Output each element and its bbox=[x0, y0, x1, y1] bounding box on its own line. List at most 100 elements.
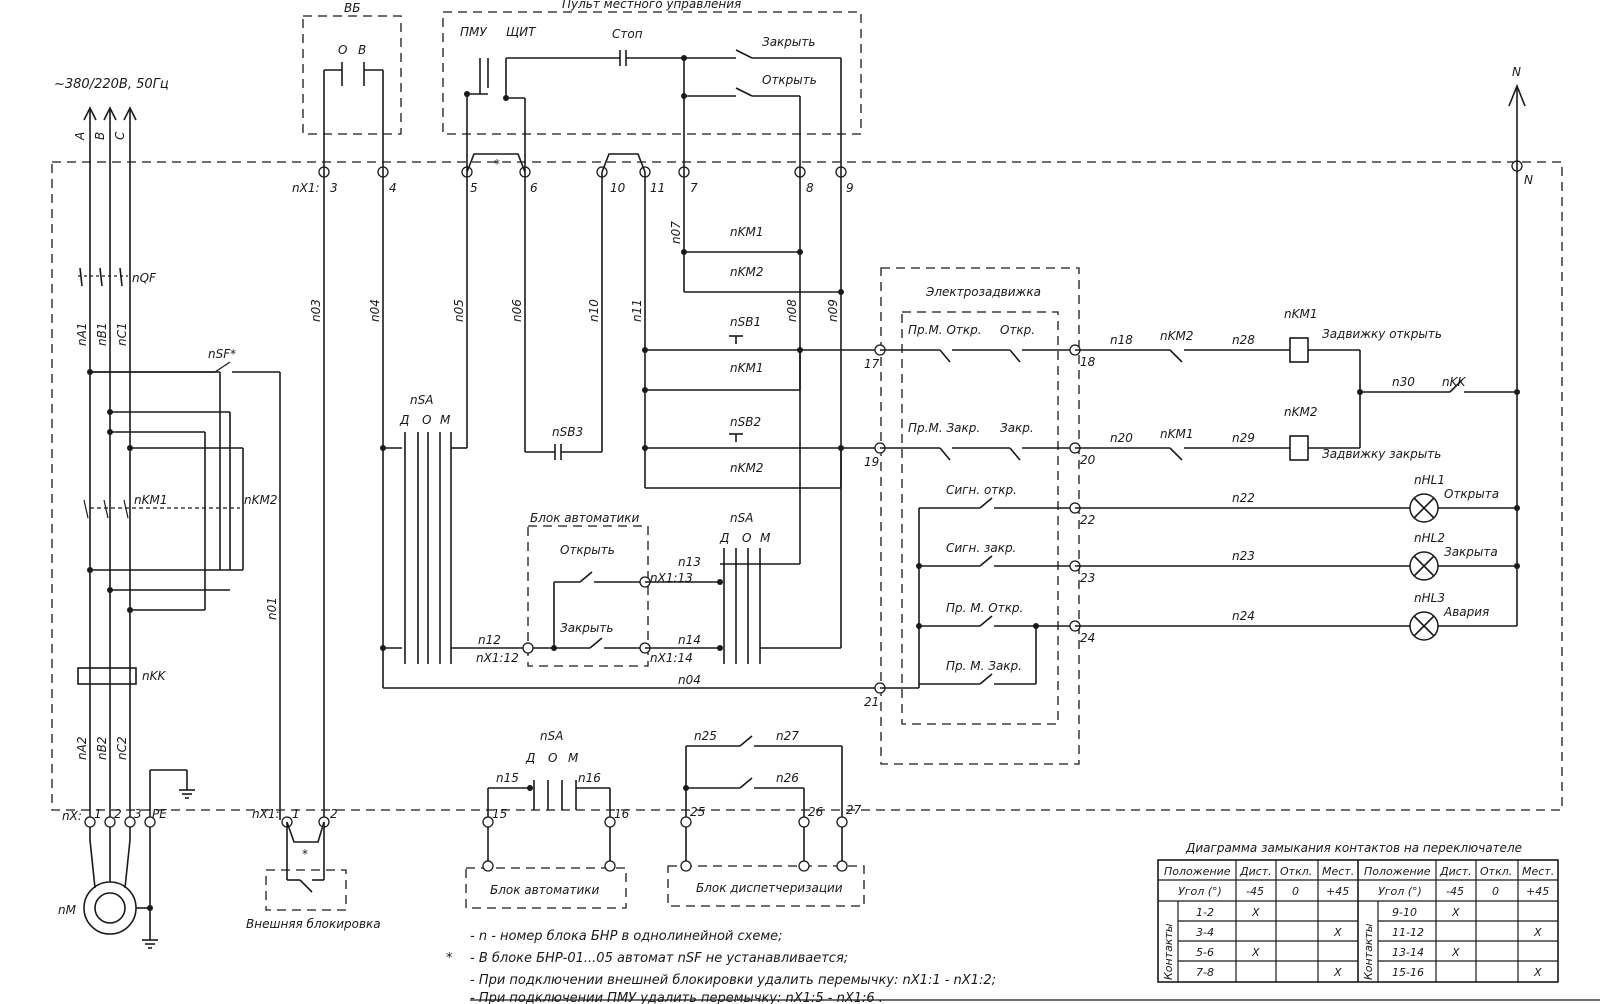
vb-o: О bbox=[338, 43, 347, 57]
th-angle-r: Угол (°) bbox=[1378, 885, 1422, 898]
tr-r4-c: 15-16 bbox=[1392, 966, 1424, 979]
tb-7: 7 bbox=[690, 181, 698, 195]
tr-r3-c: 13-14 bbox=[1392, 946, 1424, 959]
jumper-star: * bbox=[494, 157, 500, 171]
motor-label: nM bbox=[58, 903, 77, 917]
th-mest-l: Мест. bbox=[1322, 865, 1354, 878]
ext-star: * bbox=[302, 847, 308, 861]
zadv-close: Закр. bbox=[1000, 421, 1034, 435]
tr-r1-c: 9-10 bbox=[1392, 906, 1417, 919]
sa2-o: О bbox=[742, 531, 751, 545]
bx-prefix: nX: bbox=[62, 809, 82, 823]
hl1-label: Открыта bbox=[1444, 487, 1499, 501]
th-angle-l: Угол (°) bbox=[1178, 885, 1222, 898]
pmu-open-label: Открыть bbox=[762, 73, 817, 87]
th-off-r: Откл. bbox=[1480, 865, 1512, 878]
tb-prefix: nX1: bbox=[292, 181, 320, 195]
neutral-top: N bbox=[1512, 65, 1521, 79]
zadv-sig-open: Сигн. откр. bbox=[946, 483, 1017, 497]
tl-r3-v1: X bbox=[1251, 946, 1260, 959]
km2-hold-label: nKM2 bbox=[730, 461, 763, 475]
phase-c: C bbox=[113, 131, 127, 140]
tl-r2-v3: X bbox=[1333, 926, 1342, 939]
sa1-d: Д bbox=[399, 413, 409, 427]
phase-a: A bbox=[73, 132, 87, 141]
hl1-name: nHL1 bbox=[1414, 473, 1445, 487]
t26: 26 bbox=[808, 805, 824, 819]
tl-r1-c: 1-2 bbox=[1196, 906, 1214, 919]
tr-r2-c: 11-12 bbox=[1392, 926, 1424, 939]
vb-box bbox=[302, 15, 402, 135]
control-wiring bbox=[84, 49, 1526, 893]
tr-r4-v3: X bbox=[1533, 966, 1542, 979]
wire-n08: n08 bbox=[785, 299, 799, 322]
wire-n23: n23 bbox=[1232, 549, 1255, 563]
tl-r4-v3: X bbox=[1333, 966, 1342, 979]
wire-nC2: nC2 bbox=[115, 736, 129, 760]
auto-block-box bbox=[527, 525, 649, 667]
wire-nB1: nB1 bbox=[95, 323, 109, 346]
wire-nB2: nB2 bbox=[95, 737, 109, 760]
tb-5: 5 bbox=[470, 181, 478, 195]
tl-r1-v1: X bbox=[1251, 906, 1260, 919]
labels: ~380/220В, 50Гц A B C nQF nSF* nKM1 nKM2… bbox=[54, 0, 1554, 1004]
km1-label: nKM1 bbox=[134, 493, 167, 507]
zadv-pm-close2: Пр. М. Закр. bbox=[946, 659, 1022, 673]
vb-v: В bbox=[358, 43, 366, 57]
wire-n15: n15 bbox=[496, 771, 519, 785]
nx1-12: nX1:12 bbox=[476, 651, 519, 665]
wire-nA1: nA1 bbox=[75, 323, 89, 346]
vb-title: ВБ bbox=[344, 1, 360, 15]
wire-n10: n10 bbox=[587, 299, 601, 322]
wire-n29: n29 bbox=[1232, 431, 1255, 445]
km1-top-label: nKM1 bbox=[730, 225, 763, 239]
coil-km1: nKM1 bbox=[1284, 307, 1317, 321]
main-enclosure bbox=[51, 161, 1563, 811]
power-circuit bbox=[77, 106, 281, 949]
wire-n11: n11 bbox=[630, 299, 644, 322]
wire-n27: n27 bbox=[776, 729, 799, 743]
wire-n18: n18 bbox=[1110, 333, 1133, 347]
th-a3-r: +45 bbox=[1526, 885, 1549, 898]
km1-hold-label: nKM1 bbox=[730, 361, 763, 375]
tb-8: 8 bbox=[806, 181, 814, 195]
tl-r4-c: 7-8 bbox=[1196, 966, 1214, 979]
wire-n24: n24 bbox=[1232, 609, 1255, 623]
sb1-label: nSB1 bbox=[730, 315, 761, 329]
supply-label: ~380/220В, 50Гц bbox=[54, 77, 169, 92]
wire-n01: n01 bbox=[265, 597, 279, 620]
dispatch-block-label: Блок диспетчеризации bbox=[696, 881, 843, 895]
bx-2: 2 bbox=[114, 807, 122, 821]
sa3-m: М bbox=[568, 751, 579, 765]
th-dist-l: Дист. bbox=[1239, 865, 1272, 878]
bx1-2: 2 bbox=[330, 807, 338, 821]
bx-3: 3 bbox=[134, 807, 142, 821]
wire-n04: n04 bbox=[368, 299, 382, 322]
wire-n30: n30 bbox=[1392, 375, 1415, 389]
t25: 25 bbox=[690, 805, 705, 819]
neutral-term: N bbox=[1524, 173, 1533, 187]
wire-n05: n05 bbox=[452, 299, 466, 322]
km2-top-label: nKM2 bbox=[730, 265, 763, 279]
t22: 22 bbox=[1080, 513, 1095, 527]
wire-nC1: nC1 bbox=[115, 322, 129, 346]
coil-km2: nKM2 bbox=[1284, 405, 1317, 419]
hl3-label: Авария bbox=[1443, 605, 1489, 619]
t23: 23 bbox=[1080, 571, 1095, 585]
pmu-close-label: Закрыть bbox=[762, 35, 815, 49]
tr-r2-v3: X bbox=[1533, 926, 1542, 939]
tb-6: 6 bbox=[530, 181, 538, 195]
note-3: - При подключении внешней блокировки уда… bbox=[470, 973, 996, 988]
wire-n07: n07 bbox=[669, 221, 683, 244]
t16: 16 bbox=[614, 807, 630, 821]
zadv-pm-open2: Пр. М. Откр. bbox=[946, 601, 1023, 615]
nx1-13: nX1:13 bbox=[650, 571, 693, 585]
stop-label: Стоп bbox=[612, 27, 643, 41]
bx-pe: PE bbox=[152, 807, 167, 821]
bx1-1: 1 bbox=[292, 807, 300, 821]
tb-4: 4 bbox=[389, 181, 397, 195]
t27: 27 bbox=[846, 803, 862, 817]
th-mest-r: Мест. bbox=[1522, 865, 1554, 878]
sb2-label: nSB2 bbox=[730, 415, 761, 429]
